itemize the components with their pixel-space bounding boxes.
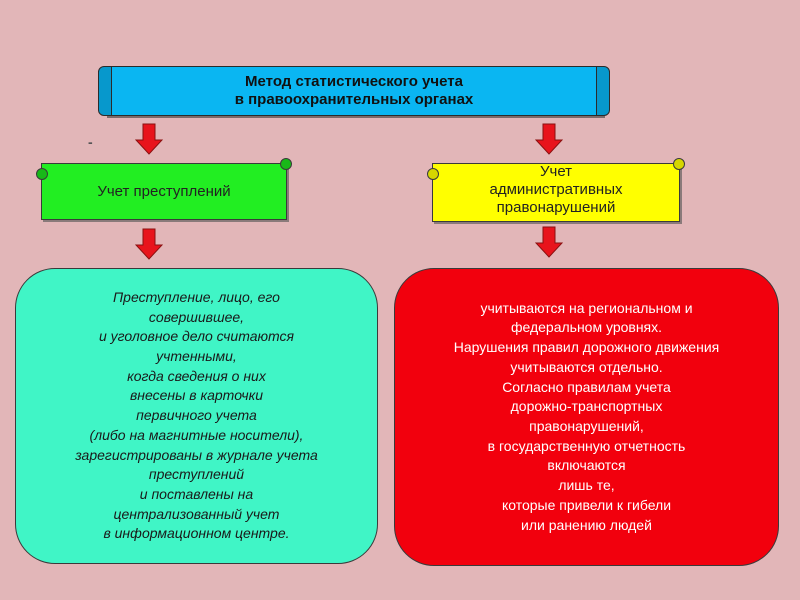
scroll-curl [673, 158, 685, 170]
title-banner: Метод статистического учета в правоохран… [98, 66, 610, 116]
stray-dash: - [88, 134, 93, 150]
admin-offenses-label-text: Учет административных правонарушений [489, 162, 623, 216]
arrow-down-icon [135, 123, 163, 155]
admin-offenses-description: учитываются на региональном и федерально… [453, 299, 720, 533]
crime-accounting-scroll: Учет преступлений [36, 158, 292, 220]
scroll-curl [36, 168, 48, 180]
crime-accounting-description-box: Преступление, лицо, его совершившее, и у… [15, 268, 378, 564]
crime-accounting-description: Преступление, лицо, его совершившее, и у… [75, 288, 318, 542]
scroll-curl [280, 158, 292, 170]
admin-offenses-scroll: Учет административных правонарушений [427, 158, 685, 222]
diagram-title: Метод статистического учета в правоохран… [235, 73, 474, 109]
crime-accounting-label: Учет преступлений [97, 182, 231, 200]
arrow-down-icon [535, 123, 563, 155]
arrow-down-icon [535, 226, 563, 258]
scroll-curl [427, 168, 439, 180]
arrow-down-icon [135, 228, 163, 260]
banner-right-curl [596, 66, 610, 116]
title-line-2: в правоохранительных органах [234, 91, 474, 108]
title-line-1: Метод статистического учета [245, 73, 463, 90]
admin-offenses-description-box: учитываются на региональном и федерально… [394, 268, 779, 566]
admin-offenses-label: Учет административных правонарушений [490, 163, 623, 217]
banner-left-curl [98, 66, 112, 116]
